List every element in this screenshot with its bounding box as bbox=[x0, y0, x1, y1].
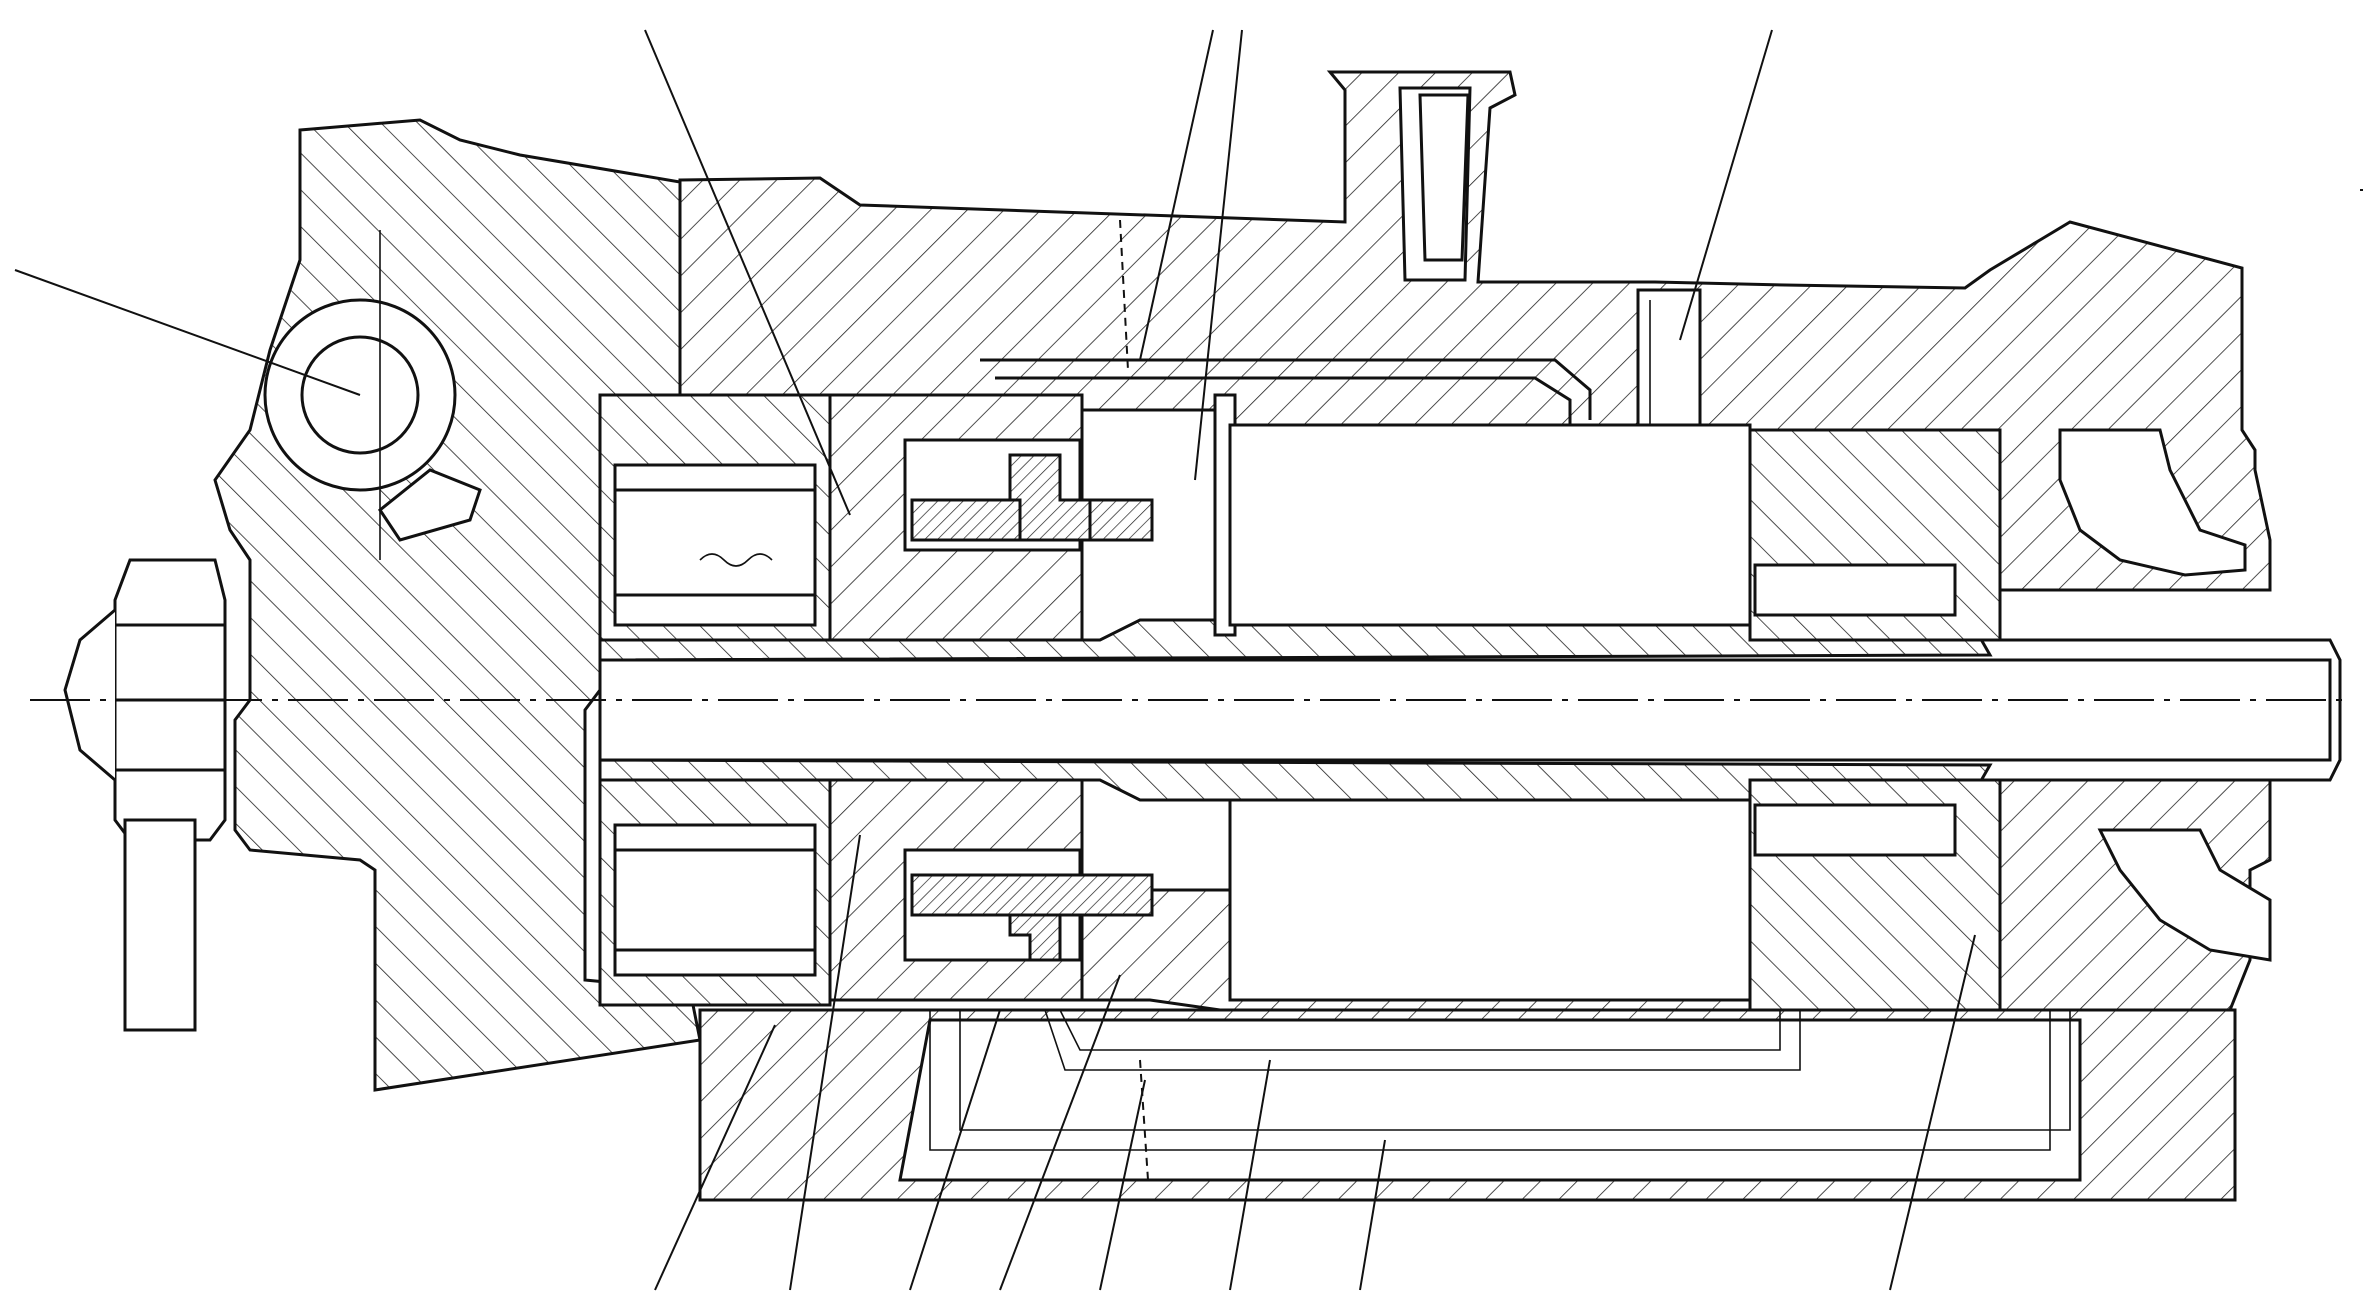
main-shaft bbox=[598, 618, 2342, 802]
leader-line bbox=[1139, 29, 1214, 361]
leader-line bbox=[999, 974, 1121, 1291]
leader-line bbox=[1194, 29, 1243, 481]
upper-drill-hole bbox=[1119, 219, 1129, 371]
leader-line bbox=[1099, 1079, 1146, 1291]
leader-line bbox=[644, 29, 851, 516]
upper-roller-assembly bbox=[598, 358, 1592, 642]
leader-line bbox=[654, 1024, 776, 1291]
leader-line bbox=[1359, 1139, 1386, 1291]
leader-line bbox=[1229, 1059, 1271, 1291]
leader-line bbox=[14, 269, 361, 396]
leader-lines bbox=[14, 29, 2363, 1291]
leader-line bbox=[789, 834, 861, 1291]
lower-roller-assembly bbox=[598, 778, 1154, 1007]
leader-line bbox=[1889, 934, 1976, 1291]
leader-line bbox=[909, 1009, 1001, 1291]
leader-line bbox=[1679, 29, 1773, 341]
inner-sleeve bbox=[1228, 423, 2002, 1012]
lower-drill-hole bbox=[1139, 1059, 1149, 1181]
